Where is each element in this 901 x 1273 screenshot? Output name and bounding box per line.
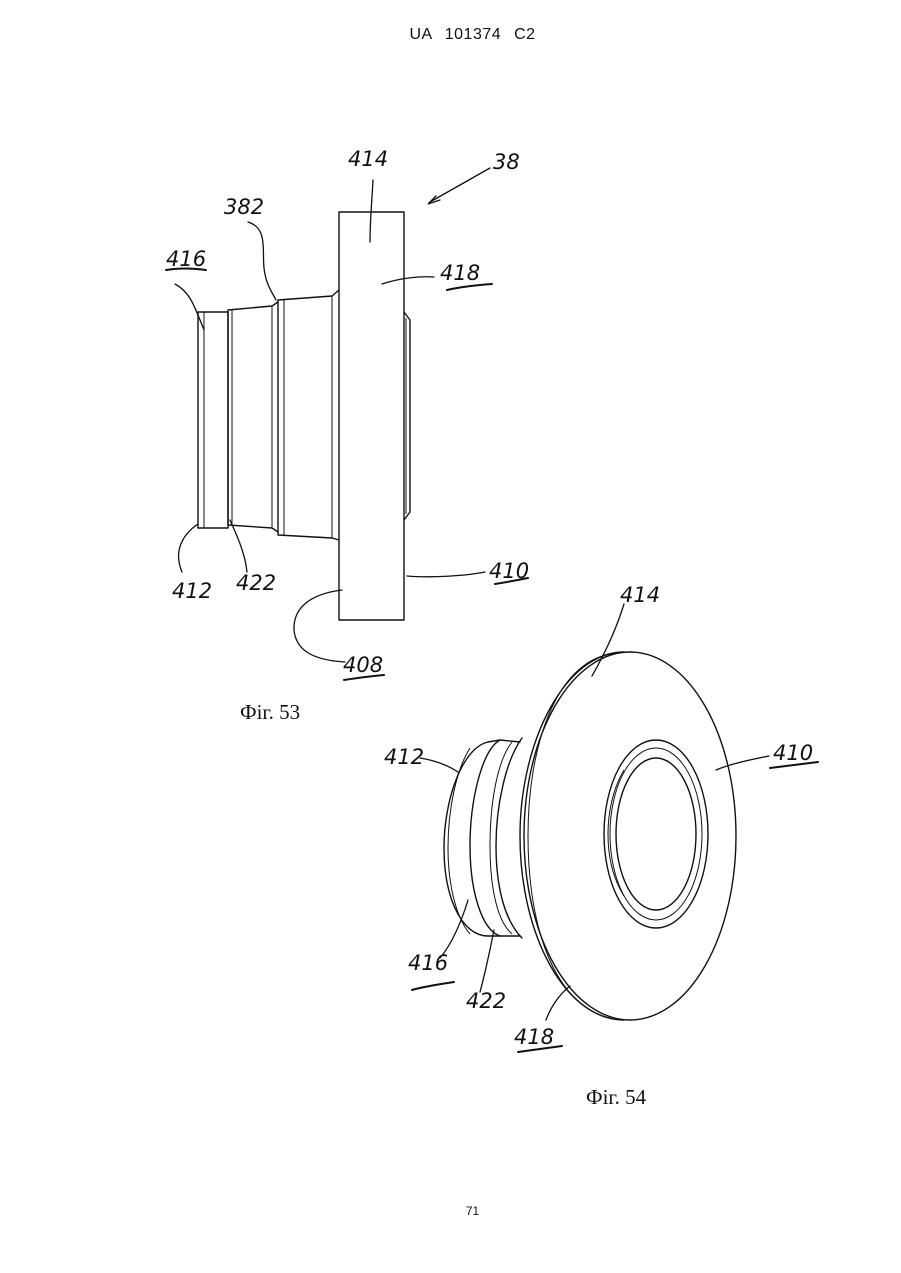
figure-54-perspective-view <box>444 652 736 1020</box>
label-412: 412 <box>384 745 424 769</box>
groove-section <box>228 302 278 532</box>
label-418: 418 <box>440 261 480 285</box>
bore-outer-ring <box>604 740 708 928</box>
label-412: 412 <box>172 579 212 603</box>
label-414: 414 <box>620 583 660 607</box>
label-422: 422 <box>236 571 276 595</box>
label-410: 410 <box>773 741 813 765</box>
flange-body <box>339 212 404 620</box>
hub-body <box>278 290 339 540</box>
figure-53-side-view <box>198 212 410 620</box>
flange-front-face <box>524 652 736 1020</box>
label-422: 422 <box>466 989 506 1013</box>
figure-53-leaders <box>166 168 528 680</box>
label-410: 410 <box>489 559 529 583</box>
label-416: 416 <box>166 247 206 271</box>
figure-54-caption: Фіг. 54 <box>586 1085 647 1109</box>
bore-inner-ring <box>616 758 696 910</box>
end-lip <box>198 312 228 528</box>
label-414: 414 <box>348 147 388 171</box>
figure-53-caption: Фіг. 53 <box>240 700 300 724</box>
label-408: 408 <box>343 653 383 677</box>
flange-rim <box>404 312 410 520</box>
label-418: 418 <box>514 1025 554 1049</box>
page-number: 71 <box>0 1204 901 1218</box>
label-38: 38 <box>493 150 520 174</box>
figure-54-leaders <box>412 604 818 1052</box>
label-382: 382 <box>224 195 264 219</box>
label-416: 416 <box>408 951 448 975</box>
